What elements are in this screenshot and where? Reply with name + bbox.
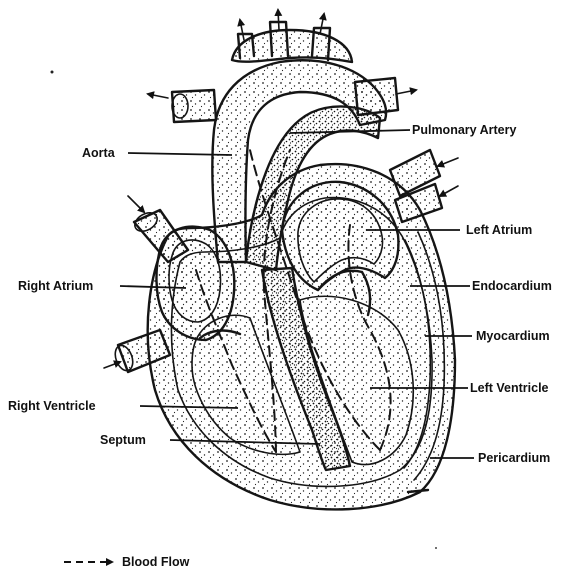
scan-dot-1: [51, 71, 54, 74]
arrow-branch-3: [320, 14, 324, 34]
label-aorta: Aorta: [82, 146, 116, 160]
arrow-pv-upper: [438, 158, 458, 166]
label-left-ventricle: Left Ventricle: [470, 381, 549, 395]
label-pulmonary-artery: Pulmonary Artery: [412, 123, 516, 137]
heart-illustration: [104, 10, 458, 509]
legend: Blood Flow: [64, 555, 190, 569]
label-pericardium: Pericardium: [478, 451, 550, 465]
arrow-pv-lower: [440, 186, 458, 196]
label-endocardium: Endocardium: [472, 279, 552, 293]
scan-dot-2: [435, 547, 437, 549]
arrow-svc: [128, 196, 144, 212]
pulmonary-branch-right: [355, 78, 398, 115]
label-left-atrium: Left Atrium: [466, 223, 532, 237]
label-septum: Septum: [100, 433, 146, 447]
label-right-atrium: Right Atrium: [18, 279, 93, 293]
label-myocardium: Myocardium: [476, 329, 550, 343]
arrow-pulmonary-right: [396, 90, 416, 94]
arrow-branch-2: [278, 10, 279, 30]
arrow-ivc: [104, 362, 120, 368]
label-right-ventricle: Right Ventricle: [8, 399, 96, 413]
arrow-pulmonary-left: [148, 94, 168, 98]
arrow-branch-1: [240, 20, 244, 40]
legend-blood-flow-label: Blood Flow: [122, 555, 190, 569]
